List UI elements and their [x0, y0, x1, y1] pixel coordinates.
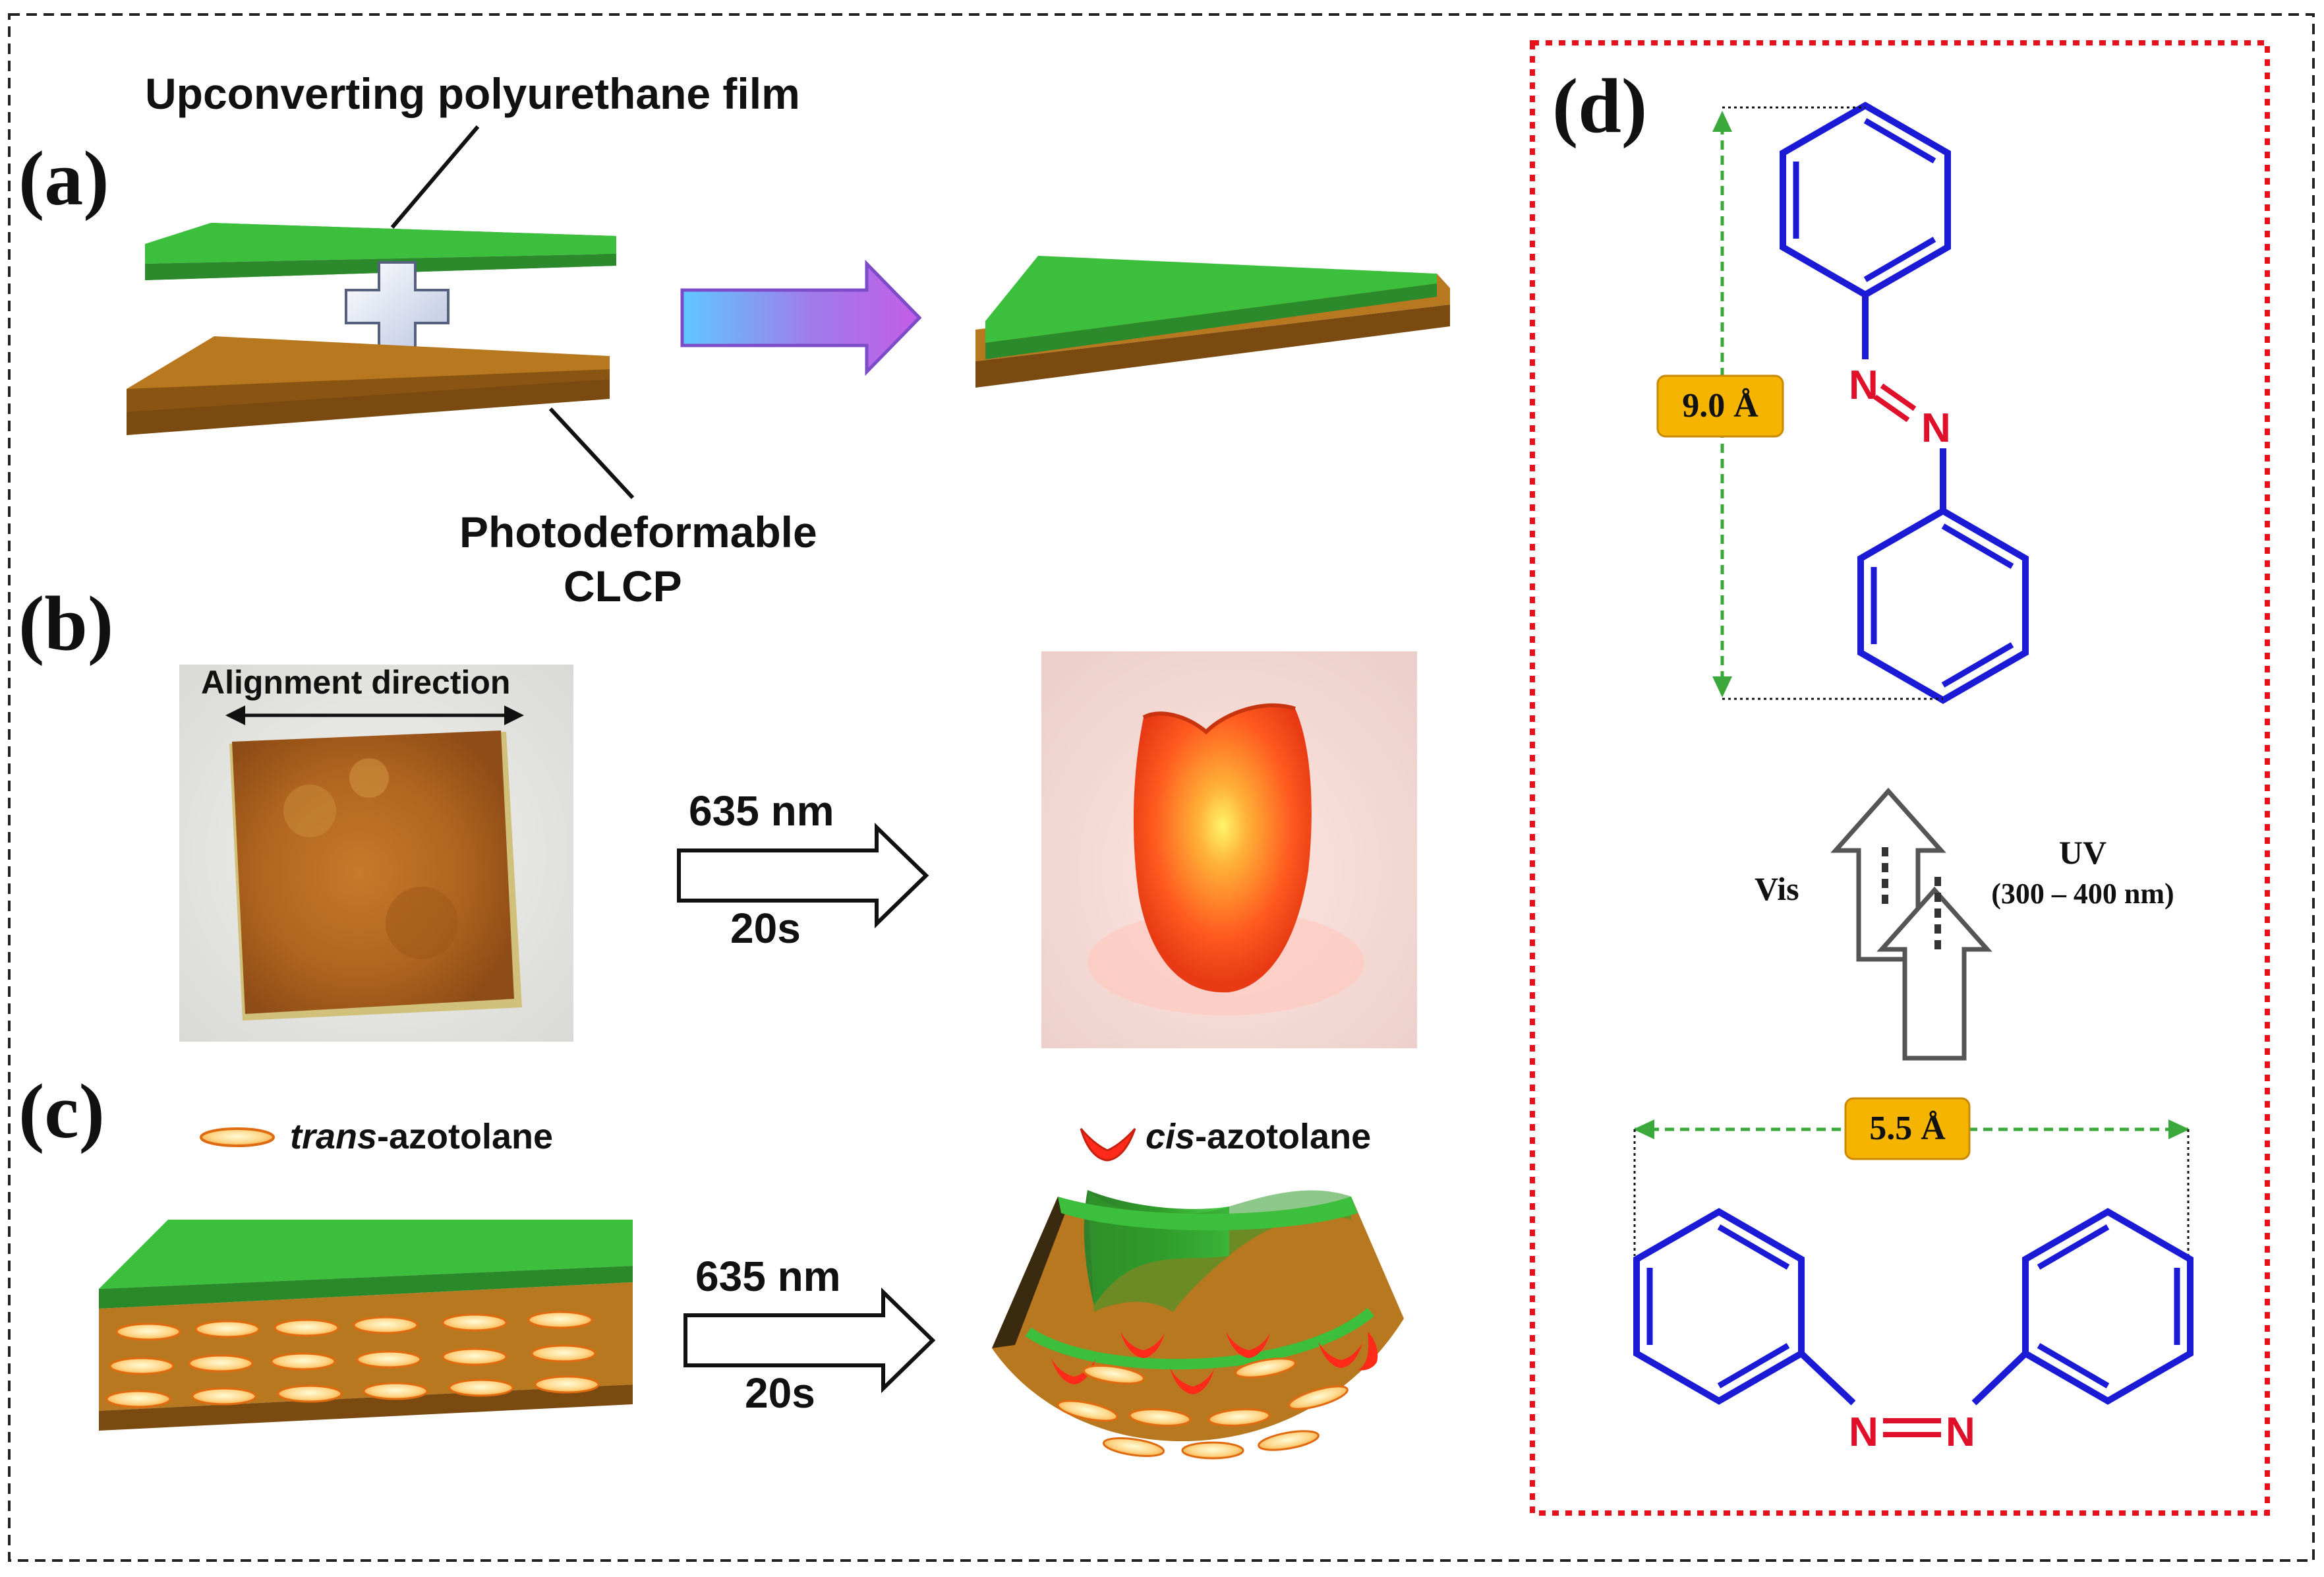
- trans-molecule-grid: [105, 1311, 600, 1408]
- cis-length-badge: [1844, 1097, 1971, 1160]
- trans-azobenzene: N N: [1780, 102, 2029, 704]
- trans-length-badge: [1656, 374, 1784, 438]
- alignment-arrow-right-icon: [504, 705, 524, 725]
- ring-double-bond: [1863, 237, 1936, 282]
- flat-block-green-edge: [99, 1266, 633, 1309]
- combined-green-edge: [985, 283, 1437, 359]
- bond-to-n: [1799, 1351, 1856, 1406]
- n-n-double-bond: [1873, 394, 1910, 423]
- benzene-ring-bottom: [1857, 507, 2029, 704]
- cis-azobenzene: N N: [1633, 1208, 2193, 1455]
- panel-c-wavelength: 635 nm: [695, 1253, 841, 1300]
- ring-double-bond: [1941, 642, 2014, 688]
- ring-double-bond: [1717, 1224, 1790, 1270]
- top-film-leader: [390, 125, 480, 229]
- irradiation-arrow-c-icon: [683, 1287, 936, 1394]
- green-film-top: [145, 223, 616, 264]
- benzene-ring-right: [2022, 1208, 2193, 1405]
- film-spot: [283, 785, 336, 837]
- photo-curled-film: [1133, 705, 1312, 993]
- panel-c: (c) trans-azotolane cis-azotolane: [18, 1068, 1404, 1460]
- trans-azotolane-icon: [200, 1127, 275, 1147]
- nitrogen-atom: N: [1921, 405, 1951, 451]
- combined-clcp-side: [975, 305, 1450, 388]
- alignment-label: Alignment direction: [201, 664, 510, 701]
- nitrogen-atom: N: [1849, 1410, 1878, 1455]
- film-spot: [386, 887, 458, 959]
- benzene-ring-left: [1633, 1208, 1805, 1405]
- uv-range-label: (300 – 400 nm): [1991, 878, 2174, 910]
- nitrogen-atom: N: [1946, 1410, 1975, 1455]
- flat-block-clcp: [99, 1282, 633, 1411]
- clcp-leader: [548, 407, 635, 500]
- n-n-double-bond: [1880, 383, 1917, 411]
- film-spot: [349, 758, 389, 798]
- panel-c-label: (c): [18, 1068, 105, 1154]
- cis-length-value: 5.5 Å: [1869, 1110, 1946, 1147]
- flat-block-bottom: [99, 1384, 633, 1431]
- uv-arrow-down-icon: [1876, 886, 1992, 1061]
- ring-double-bond: [2037, 1224, 2110, 1270]
- uv-label: UV: [2059, 834, 2106, 871]
- panel-b: (b) Alignment direction 635 nm 20s: [18, 580, 1417, 1048]
- panel-a: (a) Upconverting polyurethane film Photo…: [18, 69, 1450, 610]
- panel-b-time: 20s: [730, 905, 801, 952]
- panel-d-label: (d): [1552, 63, 1647, 149]
- combined-green-top: [985, 256, 1437, 343]
- cis-azotolane-label: cis-azotolane: [1146, 1117, 1371, 1156]
- curved-molecule-grid: [1051, 1332, 1378, 1460]
- clcp-label-line1: Photodeformable: [459, 508, 817, 556]
- nitrogen-atom: N: [1849, 363, 1878, 408]
- trans-length-value: 9.0 Å: [1682, 387, 1758, 425]
- vis-label: Vis: [1755, 870, 1799, 907]
- curved-block-shadow: [992, 1197, 1068, 1348]
- curled-film-edge: [1142, 703, 1296, 735]
- outer-dashed-border: [8, 13, 2315, 1562]
- isomerization-arrows: [1830, 787, 1992, 1061]
- dimension-arrowhead-icon: [1633, 1119, 1654, 1139]
- irradiation-arrow-b-icon: [677, 822, 929, 929]
- ring-double-bond: [1941, 523, 2014, 569]
- plus-icon: [345, 261, 450, 356]
- bond-from-n: [1971, 1351, 2028, 1406]
- ring-double-bond: [1863, 118, 1936, 164]
- curved-trough-rim: [1058, 1197, 1358, 1231]
- trans-azotolane-label: trans-azotolane: [290, 1117, 553, 1156]
- process-arrow-icon: [680, 259, 922, 376]
- dimension-arrowhead-icon: [1712, 111, 1732, 132]
- benzene-ring-top: [1780, 102, 1951, 299]
- panel-a-label: (a): [18, 135, 109, 222]
- panel-b-label: (b): [18, 580, 113, 667]
- cis-azotolane-icon: [1080, 1128, 1136, 1162]
- curved-green-lip: [1025, 1307, 1375, 1370]
- panel-d: (d) N N 9.0 Å: [1530, 40, 2270, 1516]
- clcp-film-side: [127, 379, 610, 435]
- clcp-label-line2: CLCP: [564, 562, 682, 610]
- ring-double-bond: [1717, 1343, 1790, 1388]
- alignment-arrow-left-icon: [225, 705, 245, 725]
- panel-c-time: 20s: [745, 1369, 815, 1417]
- ring-double-bond: [2037, 1343, 2110, 1388]
- panel-d-dashed-border: [1530, 40, 2270, 1516]
- panel-b-wavelength: 635 nm: [689, 787, 834, 835]
- dimension-arrowhead-icon: [2168, 1119, 2190, 1139]
- dimension-arrowhead-icon: [1712, 676, 1732, 698]
- top-film-label: Upconverting polyurethane film: [145, 69, 800, 118]
